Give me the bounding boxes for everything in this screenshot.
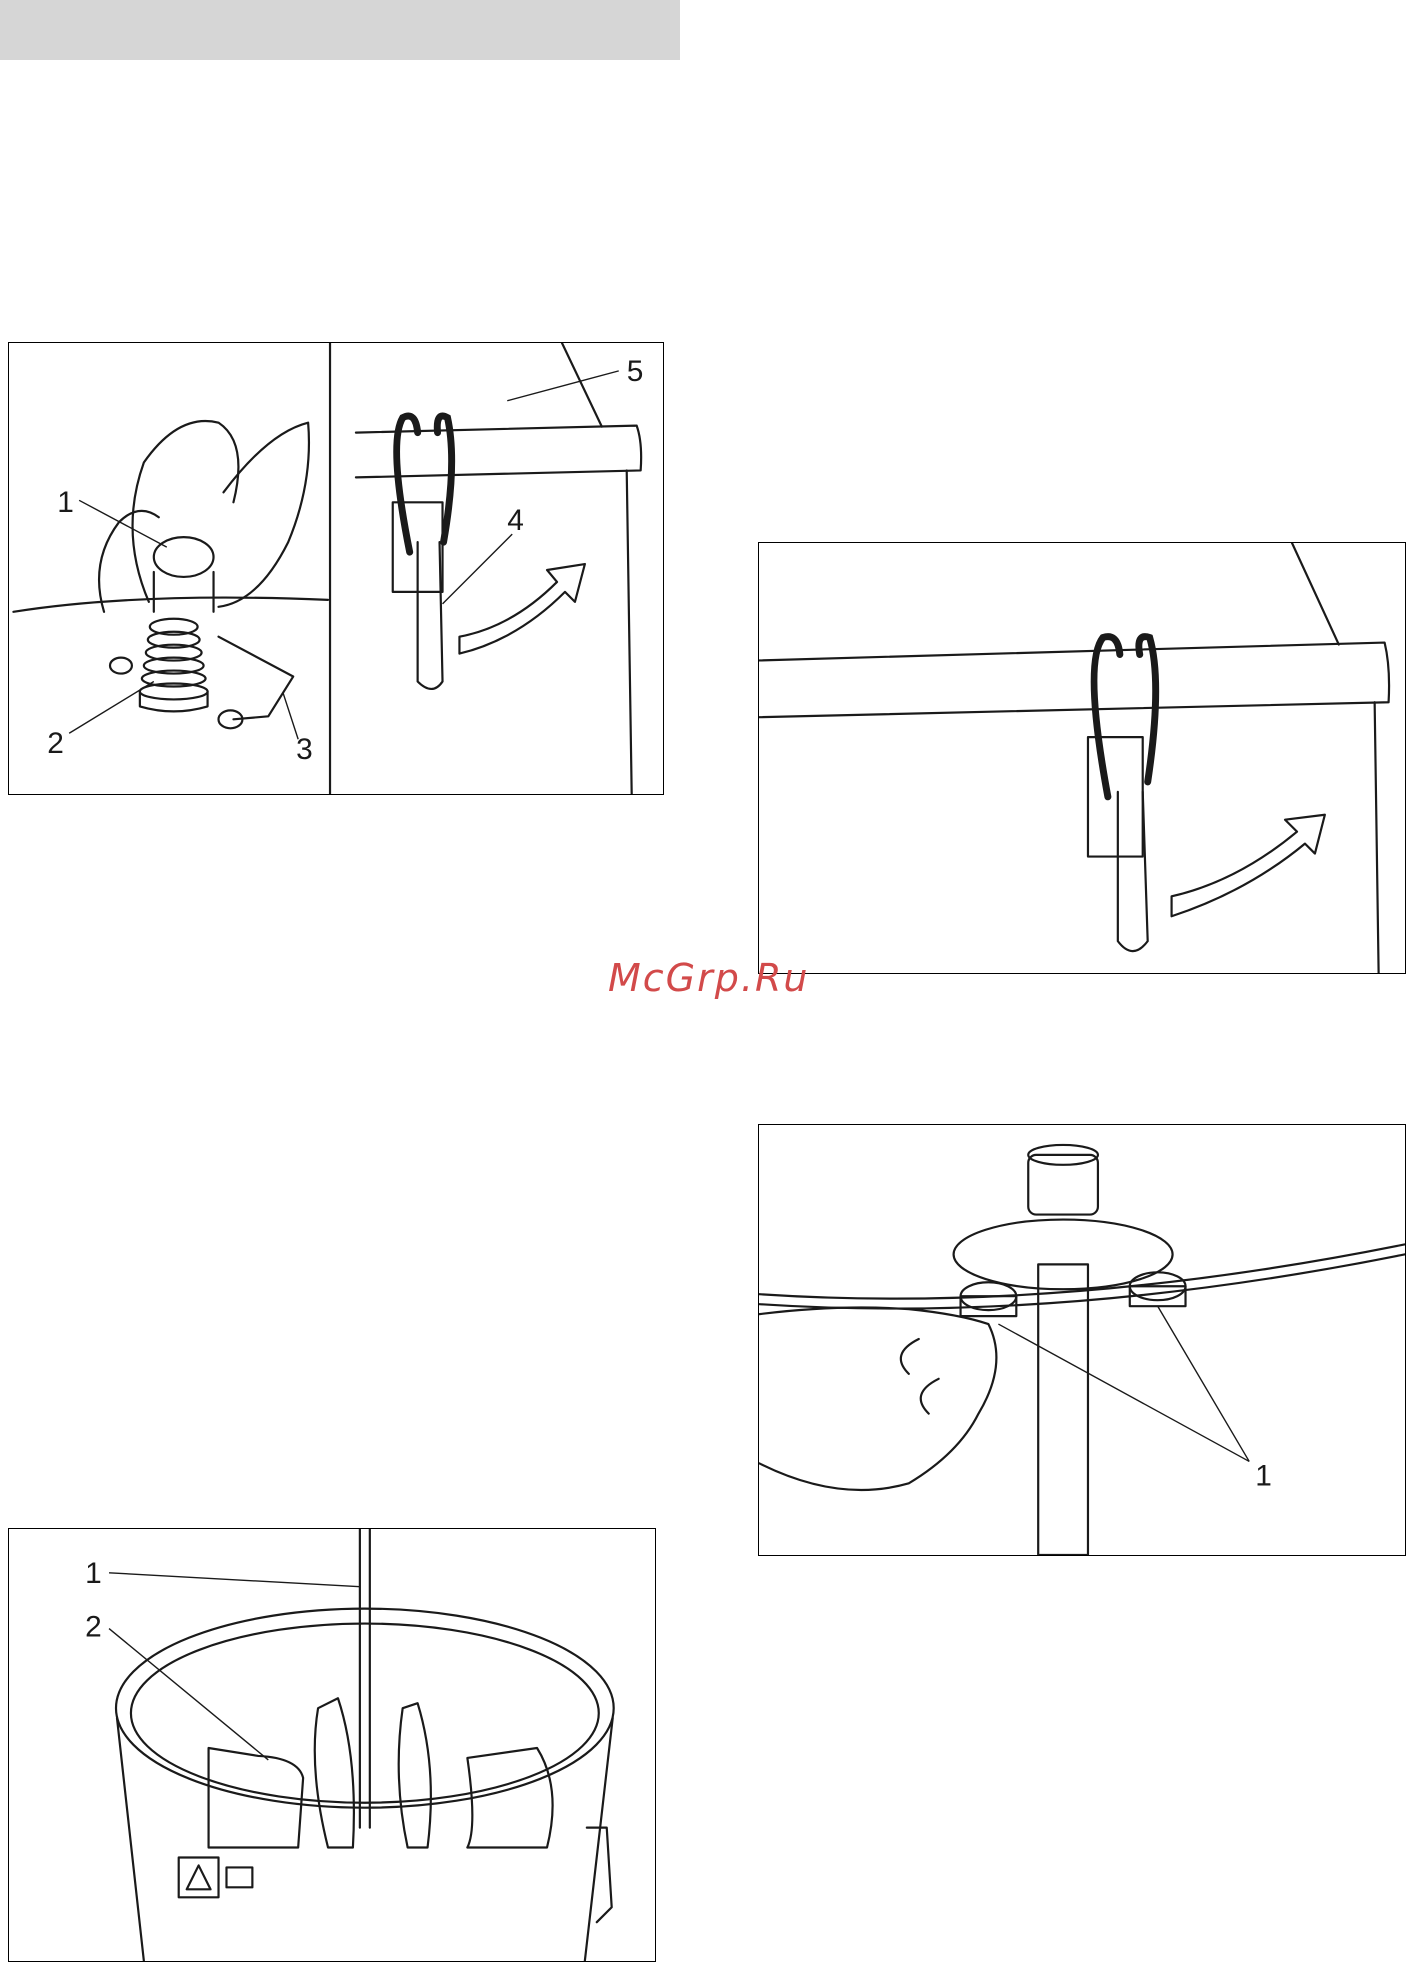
callout-3: 3 [296, 733, 313, 766]
float-valve-illustration: 1 2 3 5 4 [9, 343, 663, 794]
callout-1-drum: 1 [85, 1557, 102, 1590]
callout-2: 2 [47, 727, 64, 760]
figure-lid-latch [758, 542, 1406, 974]
lid-latch-illustration [759, 543, 1405, 973]
callout-1: 1 [57, 486, 74, 519]
callout-4: 4 [507, 504, 524, 537]
drum-agitator-illustration: 1 2 [9, 1529, 655, 1961]
callout-1-filter: 1 [1255, 1459, 1272, 1492]
figure-float-valve: 1 2 3 5 4 [8, 342, 664, 795]
callout-5: 5 [627, 355, 644, 388]
figure-drum-agitator: 1 2 [8, 1528, 656, 1962]
watermark: McGrp.Ru [608, 956, 809, 1000]
filter-caps-illustration: 1 [759, 1125, 1405, 1555]
header-bar [0, 0, 680, 60]
callout-2-drum: 2 [85, 1611, 102, 1644]
figure-filter-caps: 1 [758, 1124, 1406, 1556]
